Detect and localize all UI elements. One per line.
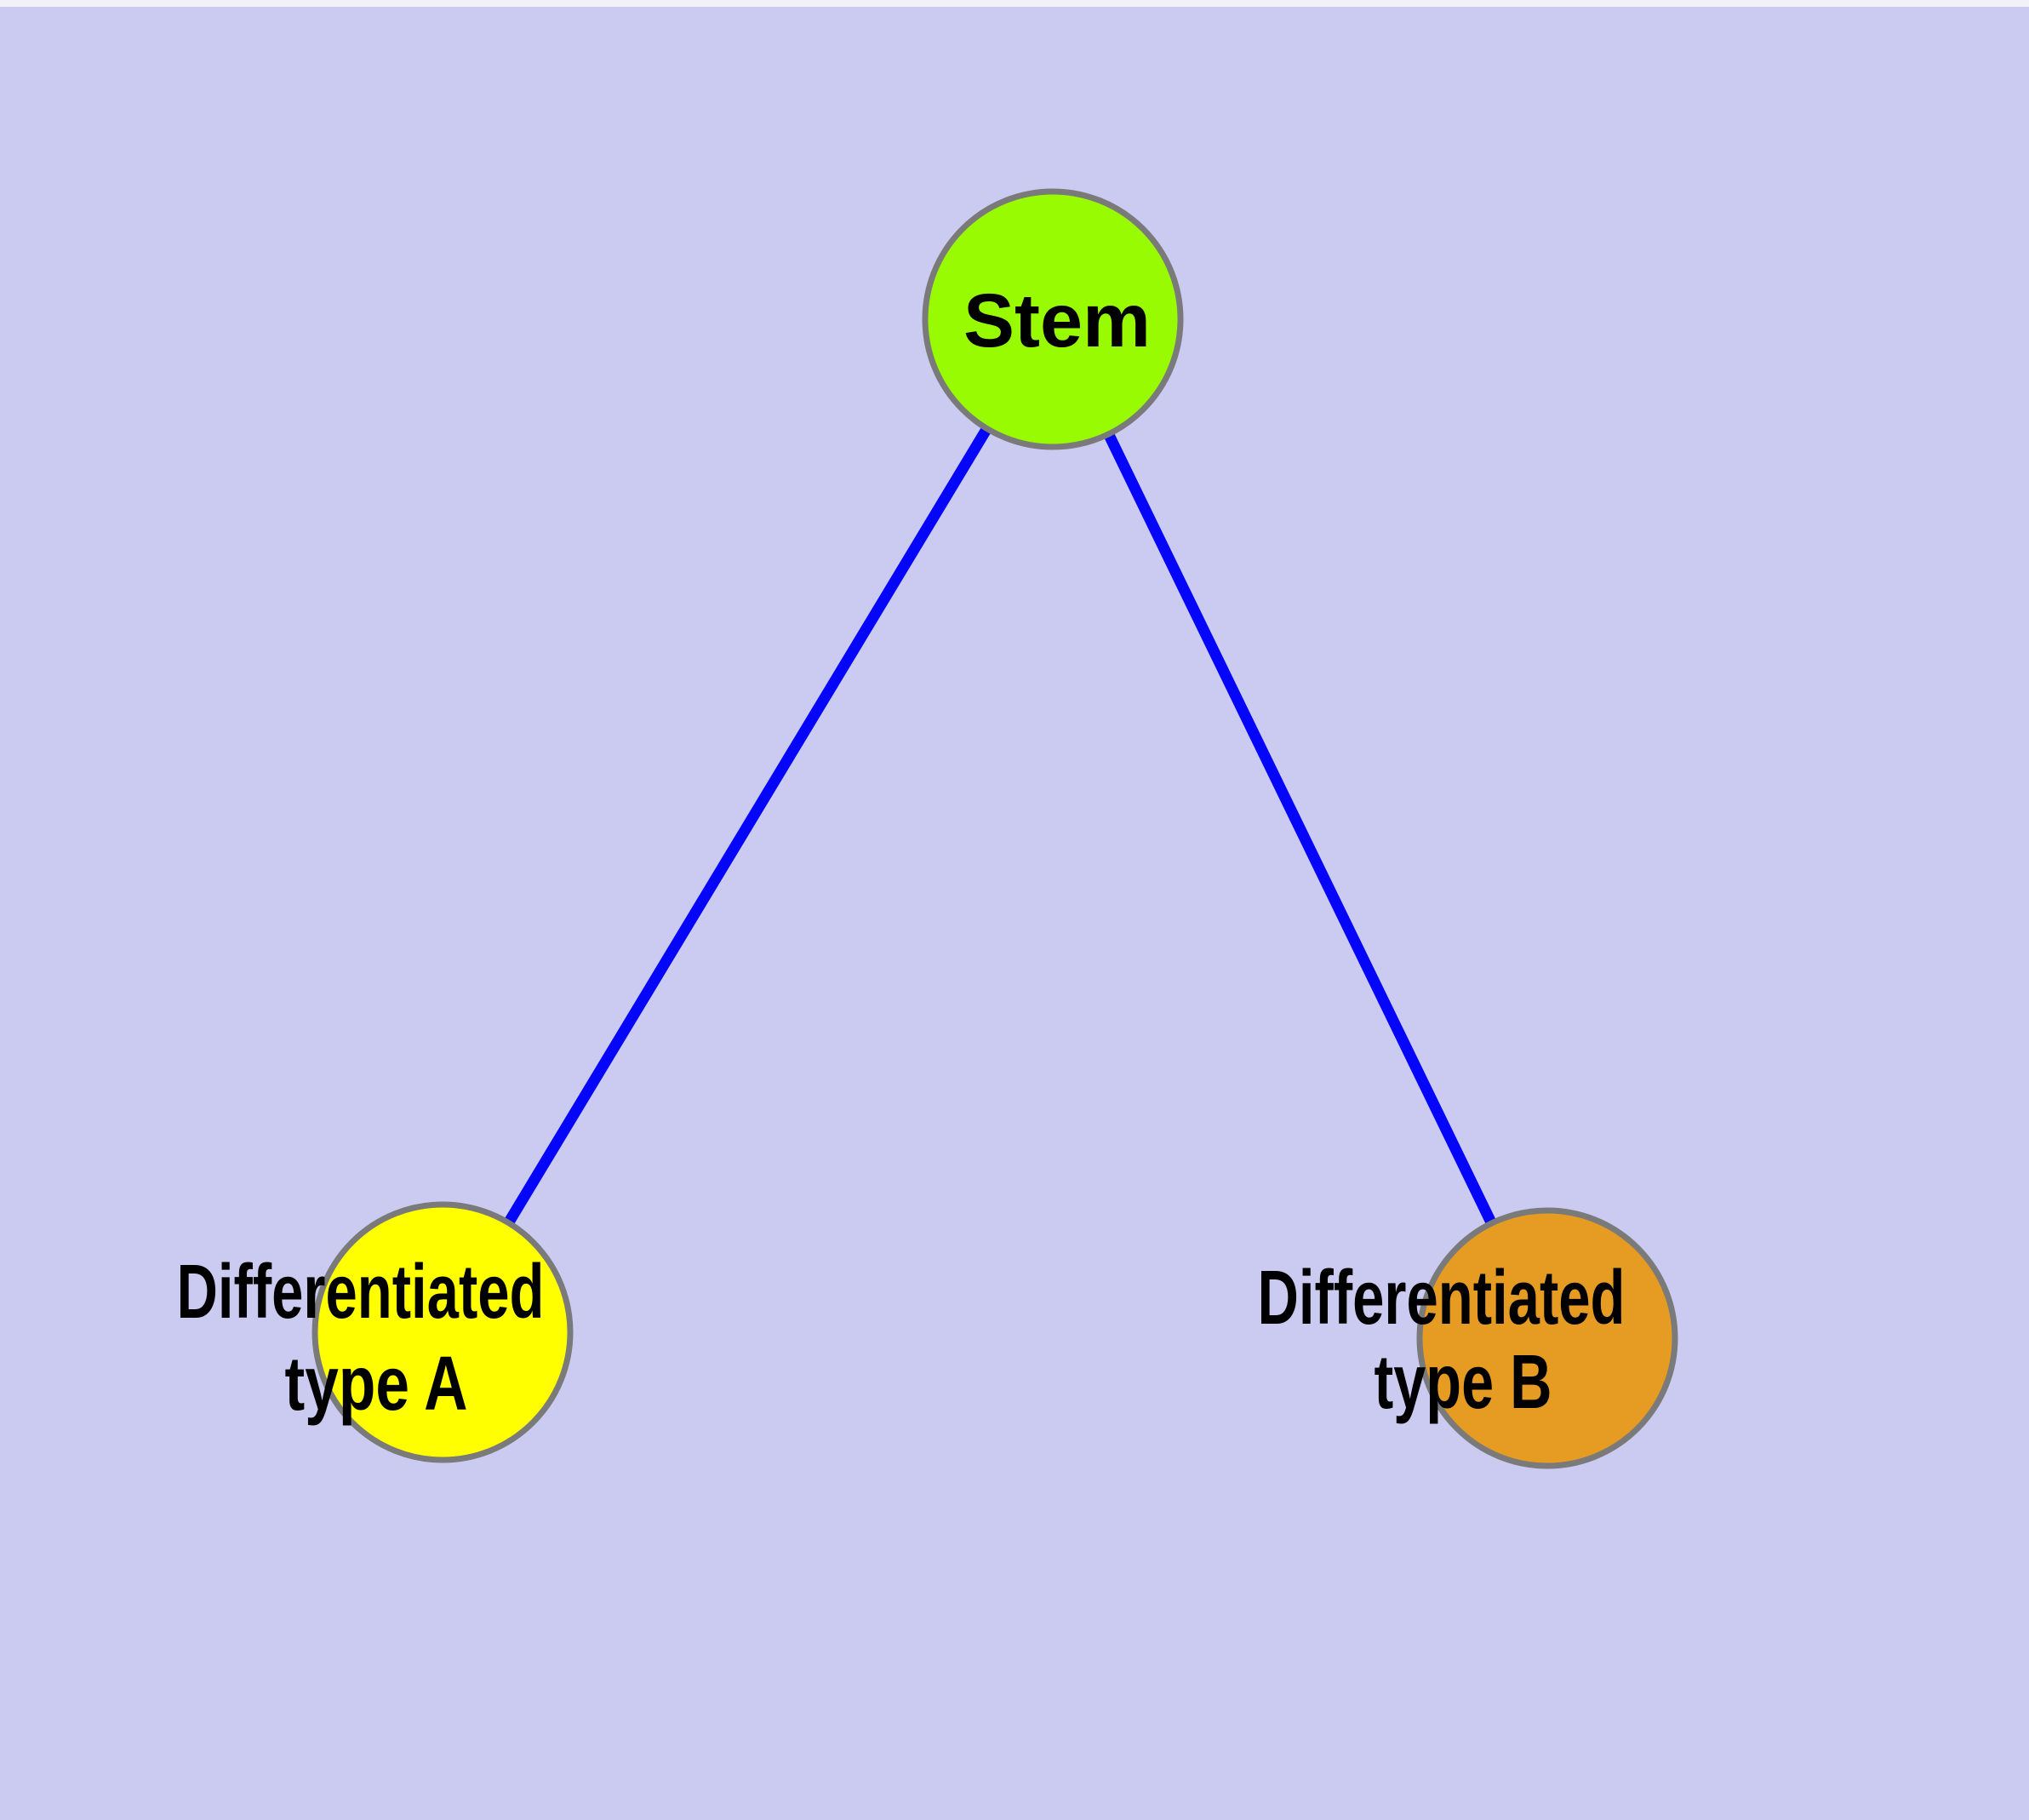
label-type-b-line2: type B xyxy=(1375,1340,1552,1425)
edge-stem-to-type-b xyxy=(1048,317,1552,1341)
label-type-a-line2: type A xyxy=(285,1342,468,1427)
top-margin-strip xyxy=(0,0,2029,7)
node-differentiated-type-b xyxy=(1416,1207,1678,1469)
label-stem: Stem xyxy=(963,278,1151,363)
node-group xyxy=(311,188,1678,1469)
label-type-b-line1: Differentiated xyxy=(1257,1256,1625,1341)
edge-stem-to-type-a xyxy=(437,316,1058,1336)
label-differentiated-type-a: Differentiated type A xyxy=(176,1250,565,1427)
edge-group xyxy=(437,316,1552,1341)
node-differentiated-type-a xyxy=(311,1201,574,1463)
label-differentiated-type-b: Differentiated type B xyxy=(1257,1256,1646,1425)
node-stem xyxy=(922,188,1184,450)
label-type-a-line1: Differentiated xyxy=(176,1250,544,1335)
